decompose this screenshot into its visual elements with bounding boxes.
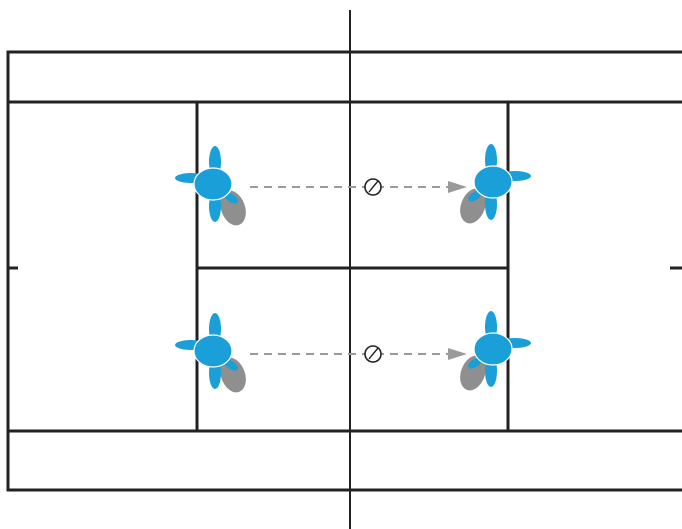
court-outer-boundary [6, 50, 682, 492]
player-icon [454, 310, 532, 395]
arrow-head-bottom [448, 348, 467, 360]
arrow-head-top [448, 181, 467, 193]
player-icon [454, 143, 532, 228]
tennis-ball-icon [364, 345, 382, 363]
player-icon [174, 312, 252, 397]
player-icon [174, 145, 252, 230]
tennis-ball-icon [364, 178, 382, 196]
